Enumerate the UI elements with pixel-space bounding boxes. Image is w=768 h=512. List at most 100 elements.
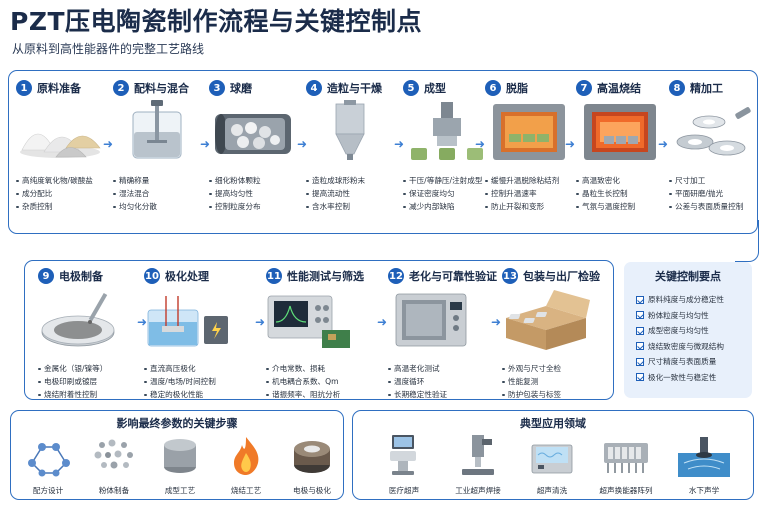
step-bullet: 精确称量 (113, 174, 203, 187)
step-bullet: 成分配比 (16, 187, 106, 200)
step-bullet: 造粒成球形粉末 (306, 174, 396, 187)
ceramic-cylinder-icon (164, 439, 196, 473)
flow-arrow-icon: ➜ (296, 137, 308, 151)
flow-arrow-icon: ➜ (490, 315, 502, 329)
step-bullet: 烧结附着性控制 (38, 388, 138, 401)
step-number: 5 (403, 80, 419, 96)
key-step-label: 成型工艺 (164, 486, 196, 495)
medical-ultrasound-icon (390, 435, 416, 475)
flow-arrow-icon: ➜ (657, 137, 669, 151)
flow-arrow-icon: ➜ (199, 137, 211, 151)
key-step-item: 成型工艺 (149, 433, 211, 496)
checkbox-checked-icon (636, 295, 644, 304)
flow-arrow-icon: ➜ (136, 315, 148, 329)
step-bullet: 高温致密化 (576, 174, 666, 187)
page-title: PZT压电陶瓷制作流程与关键控制点 (10, 7, 423, 36)
debinding-oven-icon (493, 104, 565, 160)
step-bullet: 谐振频率、阻抗分析 (266, 388, 370, 401)
checkbox-checked-icon (636, 311, 644, 320)
step-bullet: 细化粉体颗粒 (209, 174, 299, 187)
step-bullet: 外观与尺寸全检 (502, 362, 610, 375)
step-title: 包装与出厂检验 (523, 270, 600, 283)
step-bullet: 机电耦合系数、Qm (266, 375, 370, 388)
checkbox-checked-icon (636, 357, 644, 366)
press-mold-icon (411, 102, 483, 160)
step-number: 7 (576, 80, 592, 96)
step-bullet: 公差与表面质量控制 (669, 200, 759, 213)
step-title: 电极制备 (59, 270, 103, 283)
control-point-item: 尺寸精度与表面质量 (636, 354, 752, 370)
powder-piles-icon (20, 133, 101, 158)
step-bullet: 防护包装与标签 (502, 388, 610, 401)
impedance-analyzer-icon (267, 295, 350, 348)
step-bullet: 温度循环 (388, 375, 492, 388)
control-point-item: 极化一致性与稳定性 (636, 370, 752, 386)
application-label: 超声清洗 (536, 486, 568, 495)
piezo-ring-icon (294, 441, 330, 473)
step-bullet: 提高流动性 (306, 187, 396, 200)
step-bullet: 高纯度氧化物/碳酸盐 (16, 174, 106, 187)
aging-chamber-icon (395, 293, 467, 347)
transducer-array-icon (604, 443, 648, 473)
flow-arrow-icon: ➜ (376, 315, 388, 329)
application-label: 水下声学 (688, 486, 720, 495)
key-step-label: 粉体制备 (98, 486, 130, 495)
step-number: 8 (669, 80, 685, 96)
step-bullet: 电极印刷或镀层 (38, 375, 138, 388)
step-number: 4 (306, 80, 322, 96)
ball-mill-icon (215, 114, 291, 154)
mixing-beaker-icon (132, 100, 182, 159)
flow-arrow-icon: ➜ (102, 137, 114, 151)
step-number: 1 (16, 80, 32, 96)
process-row-2-frame (24, 260, 614, 400)
step-title: 老化与可靠性验证 (409, 270, 497, 283)
step-number: 11 (266, 268, 282, 284)
control-point-item: 烧结致密度与微观结构 (636, 339, 752, 355)
flow-arrow-icon: ➜ (393, 137, 405, 151)
application-item: 医疗超声 (373, 433, 435, 496)
step-bullet: 平面研磨/抛光 (669, 187, 759, 200)
step-number: 12 (388, 268, 404, 284)
application-label: 医疗超声 (388, 486, 420, 495)
key-step-item: 配方设计 (17, 433, 79, 496)
electrode-disc-icon (41, 293, 115, 347)
poling-bath-icon (147, 296, 228, 347)
step-title: 脱脂 (506, 82, 528, 95)
control-point-item: 原料纯度与成分稳定性 (636, 292, 752, 308)
key-step-label: 配方设计 (32, 486, 64, 495)
application-item: 超声清洗 (521, 433, 583, 496)
step-number: 6 (485, 80, 501, 96)
step-bullet: 减少内部缺陷 (403, 200, 493, 213)
step-bullet: 缓慢升温脱除粘结剂 (485, 174, 575, 187)
step-number: 10 (144, 268, 160, 284)
step-bullet: 杂质控制 (16, 200, 106, 213)
step-title: 球磨 (230, 82, 252, 95)
underwater-sonar-icon (678, 437, 730, 477)
step-title: 性能测试与筛选 (287, 270, 364, 283)
flame-icon (234, 437, 259, 475)
flow-arrow-icon: ➜ (474, 137, 486, 151)
ultrasonic-cleaner-icon (531, 444, 573, 474)
applications-title: 典型应用领域 (520, 417, 586, 430)
checkbox-checked-icon (636, 342, 644, 351)
step-bullet: 金属化（银/镍等） (38, 362, 138, 375)
step-title: 高温烧结 (597, 82, 641, 95)
step-bullet: 提高均匀性 (209, 187, 299, 200)
page-subtitle: 从原料到高性能器件的完整工艺路线 (12, 42, 205, 56)
application-label: 工业超声焊接 (455, 486, 501, 495)
step-bullet: 防止开裂和变形 (485, 200, 575, 213)
ceramic-rings-icon (676, 107, 751, 156)
step-number: 2 (113, 80, 129, 96)
applications-panel: 典型应用领域 医疗超声 工业超声焊接 超声清洗 (352, 410, 754, 500)
step-title: 造粒与干燥 (327, 82, 382, 95)
step-bullet: 控制粒度分布 (209, 200, 299, 213)
application-item: 水下声学 (673, 433, 735, 496)
step-bullet: 长期稳定性验证 (388, 388, 492, 401)
